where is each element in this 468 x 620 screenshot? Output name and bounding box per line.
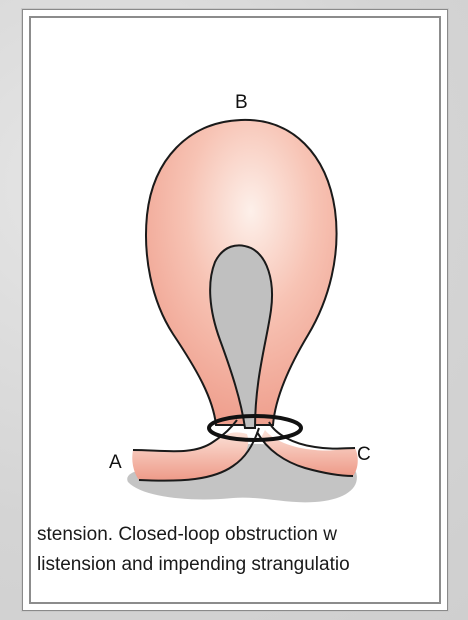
caption-line-1: stension. Closed-loop obstruction w — [37, 520, 437, 550]
closed-loop-diagram: B A C — [23, 10, 447, 510]
figure-caption: stension. Closed-loop obstruction w list… — [37, 520, 437, 580]
figure-frame: B A C stension. Closed-loop obstruction … — [22, 9, 448, 611]
label-a: A — [109, 452, 122, 473]
label-b: B — [235, 92, 248, 113]
label-c: C — [357, 444, 371, 465]
caption-line-2: listension and impending strangulatio — [37, 550, 437, 580]
